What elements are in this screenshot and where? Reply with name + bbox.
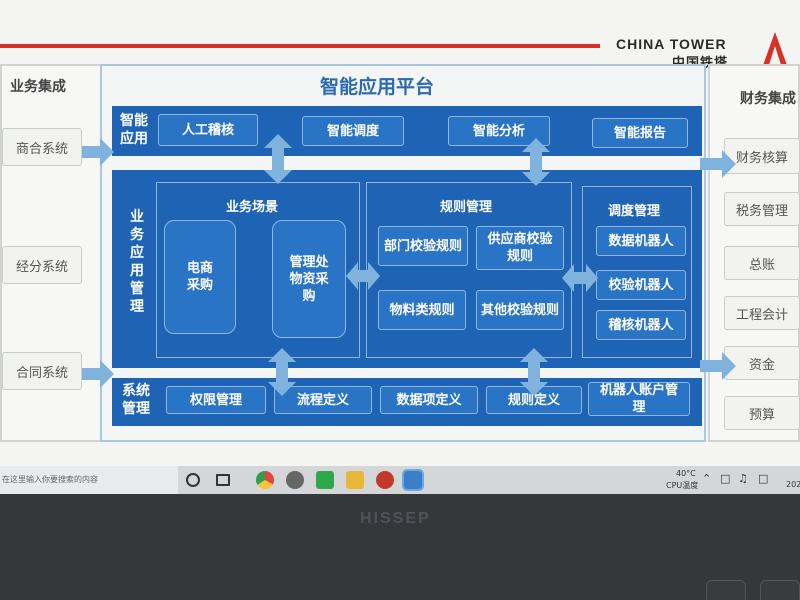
arrow-updown-3-icon (268, 348, 296, 396)
arrow-left-bottom-icon (82, 360, 114, 388)
scene-ecommerce[interactable]: 电商 采购 (164, 220, 236, 334)
smart-app-label: 智能 应用 (120, 113, 148, 147)
arrow-updown-1-icon (264, 134, 292, 184)
settings-gear-icon[interactable] (286, 471, 304, 489)
sys-data-item[interactable]: 数据项定义 (380, 386, 478, 414)
taskbar-search-input[interactable]: 在这里输入你要搜索的内容 (0, 466, 178, 494)
rule-dept-check[interactable]: 部门校验规则 (378, 226, 468, 266)
tower-logo-icon (762, 32, 788, 68)
robot-audit[interactable]: 稽核机器人 (596, 310, 686, 340)
rule-other-check[interactable]: 其他校验规则 (476, 290, 564, 330)
cpu-temp: 40°C (676, 469, 696, 478)
app-red-icon[interactable] (376, 471, 394, 489)
sys-permission[interactable]: 权限管理 (166, 386, 266, 414)
arrow-left-top-icon (82, 138, 114, 166)
network-icon[interactable]: □ (720, 472, 731, 485)
cpu-temp-label: CPU温度 (666, 481, 699, 490)
scene-mgmt-procurement[interactable]: 管理处 物资采 购 (272, 220, 346, 338)
monitor-brand: HISSEP (360, 510, 431, 527)
sys-robot-account[interactable]: 机器人账户管 理 (588, 382, 690, 416)
sys-process[interactable]: 流程定义 (274, 386, 372, 414)
monitor-button-1[interactable] (706, 580, 746, 600)
arrow-updown-2-icon (522, 138, 550, 186)
rule-material[interactable]: 物料类规则 (378, 290, 466, 330)
tray-chevron-icon[interactable]: ⌃ (702, 472, 712, 485)
left-system-contract[interactable]: 合同系统 (2, 352, 82, 390)
platform-title: 智能应用平台 (320, 76, 435, 98)
dispatch-title: 调度管理 (608, 204, 661, 219)
monitor-bezel (0, 494, 800, 600)
left-system-shanghe[interactable]: 商合系统 (2, 128, 82, 166)
wechat-icon[interactable] (316, 471, 334, 489)
robot-data[interactable]: 数据机器人 (596, 226, 686, 256)
arrow-right-bottom-icon (700, 352, 736, 380)
file-explorer-icon[interactable] (346, 471, 364, 489)
cortana-icon[interactable] (186, 473, 200, 487)
smart-app-manual-audit[interactable]: 人工稽核 (158, 114, 258, 146)
right-system-tax[interactable]: 税务管理 (724, 192, 800, 226)
volume-icon[interactable]: ♫ (738, 472, 748, 485)
photos-icon[interactable] (402, 469, 424, 491)
right-system-engineering[interactable]: 工程会计 (724, 296, 800, 330)
right-system-accounting[interactable]: 财务核算 (724, 138, 800, 174)
screen: CHINA TOWER 中国铁塔 业务集成 商合系统 经分系统 合同系统 财务集… (0, 0, 800, 466)
arrow-lr-2-icon (562, 264, 598, 292)
header-red-line (0, 44, 600, 48)
rules-title: 规则管理 (440, 200, 493, 215)
right-system-ledger[interactable]: 总账 (724, 246, 800, 280)
smart-app-report[interactable]: 智能报告 (592, 118, 688, 148)
smart-app-analysis[interactable]: 智能分析 (448, 116, 550, 146)
right-system-funds[interactable]: 资金 (724, 346, 800, 380)
scenes-title: 业务场景 (226, 200, 279, 215)
tray-date: 202 (786, 480, 800, 489)
rule-supplier-check[interactable]: 供应商校验 规则 (476, 226, 564, 270)
sys-mgmt-label: 系统 管理 (122, 383, 150, 417)
right-system-budget[interactable]: 预算 (724, 396, 800, 430)
task-view-icon[interactable] (216, 474, 230, 486)
robot-check[interactable]: 校验机器人 (596, 270, 686, 300)
arrow-updown-4-icon (520, 348, 548, 396)
input-method-icon[interactable]: □ (758, 472, 769, 485)
arrow-lr-1-icon (346, 262, 380, 290)
left-system-jingfen[interactable]: 经分系统 (2, 246, 82, 284)
taskbar: 在这里输入你要搜索的内容 40°C CPU温度 ⌃ □ ♫ □ 202 (0, 466, 800, 494)
logo-en: CHINA TOWER (616, 36, 727, 52)
business-integration-title: 业务集成 (10, 79, 66, 95)
monitor-button-2[interactable] (760, 580, 800, 600)
chrome-icon[interactable] (256, 471, 274, 489)
finance-integration-title: 财务集成 (740, 91, 796, 107)
smart-app-dispatch[interactable]: 智能调度 (302, 116, 404, 146)
business-mgmt-label: 业 务 应 用 管 理 (130, 209, 144, 315)
arrow-right-top-icon (700, 150, 736, 178)
